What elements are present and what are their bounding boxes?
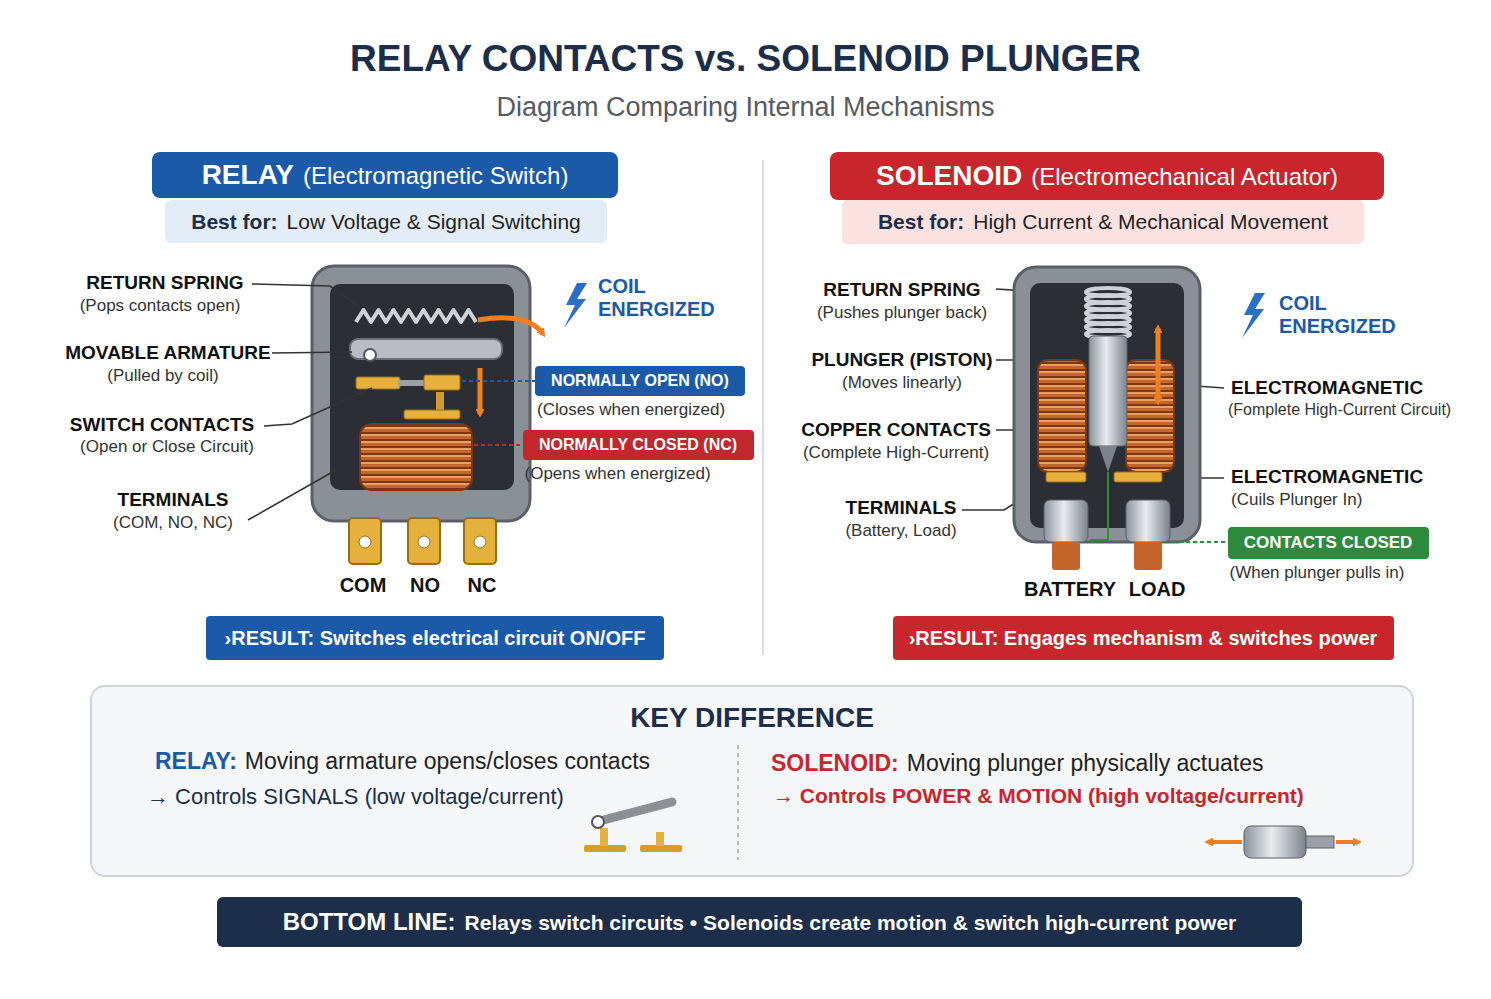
part-label: RETURN SPRING bbox=[86, 272, 243, 294]
box-text: Low Voltage & Signal Switching bbox=[287, 209, 581, 233]
text-row: ›RESULT: Engages mechanism & switches po… bbox=[909, 627, 1378, 650]
contact-tag: CONTACTS CLOSED(When plunger pulls in) bbox=[1228, 527, 1429, 559]
text-row: SOLENOID (Electromechanical Actuator) bbox=[876, 160, 1338, 192]
tag-note: (Opens when energized) bbox=[525, 464, 711, 484]
part-note: (COM, NO, NC) bbox=[113, 513, 233, 533]
tag-note: (Closes when energized) bbox=[537, 400, 725, 420]
part-note: (Pushes plunger back) bbox=[817, 303, 987, 323]
tag-note: (When plunger pulls in) bbox=[1230, 563, 1405, 583]
box-text: BOTTOM LINE: bbox=[283, 908, 456, 936]
divider bbox=[762, 160, 764, 655]
text-row: NORMALLY OPEN (NO) bbox=[551, 372, 729, 390]
result-box: ›RESULT: Engages mechanism & switches po… bbox=[893, 616, 1394, 660]
solenoid-icon bbox=[1208, 826, 1358, 858]
part-label: COM bbox=[340, 574, 387, 597]
part-label: ELECTROMAGNETIC bbox=[1231, 377, 1423, 399]
info-band: Best for: High Current & Mechanical Movem… bbox=[842, 200, 1364, 244]
part-label: MOVABLE ARMATURE bbox=[65, 342, 270, 364]
nc-connector bbox=[474, 444, 528, 446]
box-text: NORMALLY CLOSED (NC) bbox=[539, 436, 737, 454]
part-label: BATTERY bbox=[1024, 578, 1116, 601]
box-text: Best for: bbox=[191, 209, 277, 233]
panel-text: KEY DIFFERENCE bbox=[630, 702, 874, 733]
box-text: CONTACTS CLOSED bbox=[1244, 533, 1413, 553]
part-label: ELECTROMAGNETIC bbox=[1231, 466, 1423, 488]
result-box: ›RESULT: Switches electrical circuit ON/… bbox=[206, 616, 664, 660]
panel-text: RELAY: bbox=[155, 748, 237, 774]
contact-tag: NORMALLY OPEN (NO)(Closes when energized… bbox=[535, 366, 745, 396]
header-band: RELAY (Electromagnetic Switch) bbox=[152, 152, 618, 198]
part-label: COIL ENERGIZED bbox=[598, 275, 733, 321]
no-connector bbox=[462, 380, 543, 382]
box-text: NORMALLY OPEN (NO) bbox=[551, 372, 729, 390]
text-row: Best for: High Current & Mechanical Movem… bbox=[878, 210, 1328, 234]
text-row: ›RESULT: Switches electrical circuit ON/… bbox=[225, 627, 646, 650]
part-label: SWITCH CONTACTS bbox=[70, 414, 254, 436]
header-band: SOLENOID (Electromechanical Actuator) bbox=[830, 152, 1384, 200]
text-line: SOLENOID: Moving plunger physically actua… bbox=[771, 750, 1263, 776]
part-label: COIL ENERGIZED bbox=[1279, 292, 1414, 338]
panel-text: → Controls POWER & MOTION (high voltage/… bbox=[773, 784, 1304, 807]
box-text: ›RESULT: Switches electrical circuit ON/… bbox=[225, 627, 646, 650]
part-note: (Complete High-Current) bbox=[803, 443, 989, 463]
part-label: TERMINALS bbox=[846, 497, 957, 519]
key-difference-panel: KEY DIFFERENCE RELAY: Moving armature open… bbox=[91, 686, 1413, 876]
part-note: (Open or Close Circuit) bbox=[80, 437, 254, 457]
text-row: Best for: Low Voltage & Signal Switching bbox=[191, 209, 581, 233]
part-label: LOAD bbox=[1129, 578, 1186, 601]
part-label: PLUNGER (PISTON) bbox=[811, 349, 992, 371]
box-text: SOLENOID bbox=[876, 160, 1022, 192]
part-label: NO bbox=[410, 574, 440, 597]
text-row: RELAY (Electromagnetic Switch) bbox=[202, 159, 569, 191]
part-label: COPPER CONTACTS bbox=[801, 419, 991, 441]
part-note: (Pops contacts open) bbox=[80, 296, 241, 316]
part-note: (Moves linearly) bbox=[842, 373, 962, 393]
box-text: RELAY bbox=[202, 159, 294, 191]
info-band: Best for: Low Voltage & Signal Switching bbox=[165, 200, 607, 243]
switch-icon bbox=[584, 802, 682, 852]
text-line: KEY DIFFERENCE bbox=[91, 702, 1413, 734]
panel-ground bbox=[91, 686, 1413, 876]
panel-divider bbox=[737, 745, 739, 860]
part-label: NC bbox=[468, 574, 497, 597]
title: RELAY CONTACTS vs. SOLENOID PLUNGER bbox=[0, 38, 1491, 80]
part-note: (Fomplete High-Current Circuit) bbox=[1228, 401, 1451, 419]
part-note: (Pulled by coil) bbox=[107, 366, 219, 386]
box-text: (Electromechanical Actuator) bbox=[1031, 163, 1338, 191]
part-note: (Battery, Load) bbox=[845, 521, 956, 541]
contact-tag: NORMALLY CLOSED (NC)(Opens when energize… bbox=[523, 430, 754, 460]
text-row: BOTTOM LINE: Relays switch circuits • Sol… bbox=[283, 908, 1237, 936]
part-label: RETURN SPRING bbox=[823, 279, 980, 301]
panel-text: Moving plunger physically actuates bbox=[907, 750, 1264, 776]
part-note: (Cuils Plunger In) bbox=[1231, 490, 1362, 510]
solenoid-illustration bbox=[1014, 267, 1265, 570]
caption: Diagram Comparing Internal Mechanisms bbox=[0, 92, 1491, 123]
text-line: → Controls SIGNALS (low voltage/current) bbox=[147, 784, 564, 809]
part-label: TERMINALS bbox=[118, 489, 229, 511]
box-text: Best for: bbox=[878, 210, 964, 234]
text-row: NORMALLY CLOSED (NC) bbox=[539, 436, 737, 454]
box-text: Relays switch circuits • Solenoids creat… bbox=[465, 911, 1237, 935]
bottom-line-band: BOTTOM LINE: Relays switch circuits • Sol… bbox=[217, 897, 1302, 947]
text-line: RELAY: Moving armature opens/closes conta… bbox=[155, 748, 650, 774]
box-text: ›RESULT: Engages mechanism & switches po… bbox=[909, 627, 1378, 650]
box-text: (Electromagnetic Switch) bbox=[303, 162, 568, 190]
panel-text: → Controls SIGNALS (low voltage/current) bbox=[147, 784, 564, 809]
panel-text: SOLENOID: bbox=[771, 750, 899, 776]
text-row: CONTACTS CLOSED bbox=[1244, 533, 1413, 553]
text-line: → Controls POWER & MOTION (high voltage/… bbox=[773, 784, 1304, 808]
panel-text: Moving armature opens/closes contacts bbox=[245, 748, 650, 774]
box-text: High Current & Mechanical Movement bbox=[973, 210, 1328, 234]
